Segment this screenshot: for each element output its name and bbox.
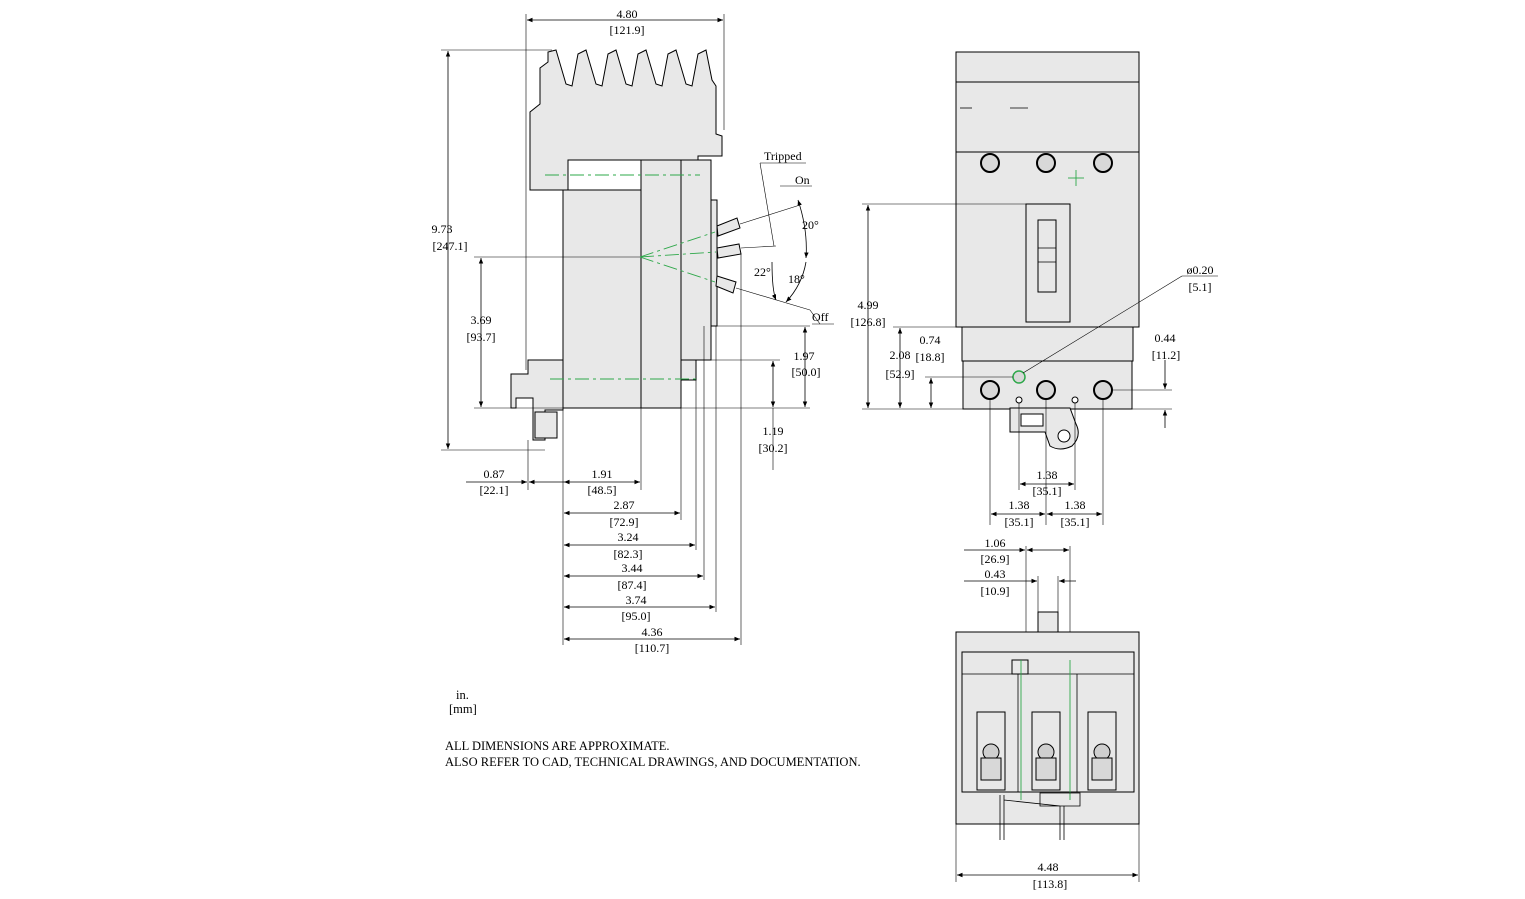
front-clip-hole [1057, 429, 1071, 443]
terminal-pocket-3 [1087, 711, 1117, 791]
dim-4-99: 4.99 [858, 298, 879, 312]
handle-on [716, 243, 742, 259]
dim-1-91-mm: [48.5] [588, 483, 617, 497]
dim-3-24-mm: [82.3] [614, 547, 643, 561]
screw-2 [1071, 396, 1079, 404]
side-front-body [680, 159, 712, 361]
front-clip-slot [1020, 413, 1044, 427]
dim-3-74-mm: [95.0] [622, 609, 651, 623]
dim-1-38-right-mm: [35.1] [1061, 515, 1090, 529]
units-mm: [mm] [449, 702, 477, 716]
dim-1-06: 1.06 [985, 536, 1006, 550]
label-on: On [795, 173, 810, 187]
dim-1-38-right: 1.38 [1065, 498, 1086, 512]
dim-0-43-mm: [10.9] [981, 584, 1010, 598]
dim-1-38-center-mm: [35.1] [1033, 484, 1062, 498]
note-line-1: ALL DIMENSIONS ARE APPROXIMATE. [445, 739, 670, 753]
dim-handle-height: 3.69 [471, 313, 492, 327]
dim-3-24: 3.24 [618, 530, 639, 544]
side-view: 4.80 [121.9] 9.73 [247.1] 3.69 [93.7] 1.… [432, 7, 834, 655]
bottom-lug-2 [1036, 380, 1056, 400]
front-mounting-clip [1009, 407, 1079, 450]
bottom-view: 1.06 [26.9] 0.43 [10.9] 4.48 [113.8] [955, 536, 1140, 891]
units-in: in. [456, 688, 469, 702]
dim-handle-height-mm: [93.7] [467, 330, 496, 344]
bottom-center-tab [1011, 659, 1029, 675]
dim-3-44-mm: [87.4] [618, 578, 647, 592]
dim-1-19: 1.19 [763, 424, 784, 438]
dim-overall-height: 9.73 [432, 222, 453, 236]
dim-0-44: 0.44 [1155, 331, 1176, 345]
angle-18: 18° [788, 272, 805, 286]
angle-22: 22° [754, 265, 771, 279]
dim-0-87: 0.87 [484, 467, 505, 481]
side-mid-body [640, 159, 682, 409]
dim-4-48: 4.48 [1038, 860, 1059, 874]
dim-0-43: 0.43 [985, 567, 1006, 581]
top-lug-1 [980, 153, 1000, 173]
dim-4-36-mm: [110.7] [635, 641, 670, 655]
label-tripped: Tripped [764, 149, 802, 163]
dim-1-06-mm: [26.9] [981, 552, 1010, 566]
dim-1-38-left-mm: [35.1] [1005, 515, 1034, 529]
dim-hole-mm: [5.1] [1189, 280, 1212, 294]
top-lug-3 [1093, 153, 1113, 173]
dim-1-97-mm: [50.0] [792, 365, 821, 379]
bottom-lug-3 [1093, 380, 1113, 400]
side-handle-base [710, 199, 718, 327]
top-lug-2 [1036, 153, 1056, 173]
dim-1-91: 1.91 [592, 467, 613, 481]
side-main-body [562, 189, 642, 409]
side-front-lower [680, 359, 697, 381]
notes: in. [mm] ALL DIMENSIONS ARE APPROXIMATE.… [445, 688, 861, 769]
dim-4-99-mm: [126.8] [851, 315, 886, 329]
front-upper-body [955, 81, 1140, 153]
handle-off [715, 275, 737, 294]
terminal-pocket-1 [976, 711, 1006, 791]
dim-4-48-mm: [113.8] [1033, 877, 1068, 891]
screw-1 [1015, 396, 1023, 404]
handle-tripped [716, 217, 741, 237]
dim-0-74: 0.74 [920, 333, 941, 347]
dim-1-38-left: 1.38 [1009, 498, 1030, 512]
angle-20: 20° [802, 218, 819, 232]
dim-overall-height-mm: [247.1] [433, 239, 468, 253]
dim-2-87: 2.87 [614, 498, 635, 512]
front-handle [1037, 219, 1057, 293]
terminal-pocket-2 [1031, 711, 1061, 791]
dim-2-08-mm: [52.9] [886, 367, 915, 381]
side-upper-housing [529, 49, 723, 191]
dim-1-38-center: 1.38 [1037, 468, 1058, 482]
dim-3-44: 3.44 [622, 561, 643, 575]
dim-3-74: 3.74 [626, 593, 647, 607]
front-top-cap [955, 51, 1140, 83]
front-view: 4.99 [126.8] 2.08 [52.9] 0.74 [18.8] ø0.… [851, 51, 1218, 529]
dim-0-44-mm: [11.2] [1152, 348, 1181, 362]
bottom-lug-1 [980, 380, 1000, 400]
dim-hole: ø0.20 [1187, 263, 1214, 277]
dim-2-87-mm: [72.9] [610, 515, 639, 529]
dim-overall-width: 4.80 [617, 7, 638, 21]
accessory-wire [999, 792, 1081, 840]
front-lower-step [961, 326, 1134, 362]
note-line-2: ALSO REFER TO CAD, TECHNICAL DRAWINGS, A… [445, 755, 861, 769]
dim-4-36: 4.36 [642, 625, 663, 639]
dim-overall-width-mm: [121.9] [610, 23, 645, 37]
dim-1-19-mm: [30.2] [759, 441, 788, 455]
dim-0-87-mm: [22.1] [480, 483, 509, 497]
dim-2-08: 2.08 [890, 348, 911, 362]
side-clip-detail [534, 411, 558, 439]
label-off: Off [812, 310, 828, 324]
dim-0-74-mm: [18.8] [916, 350, 945, 364]
dim-1-97: 1.97 [794, 349, 815, 363]
